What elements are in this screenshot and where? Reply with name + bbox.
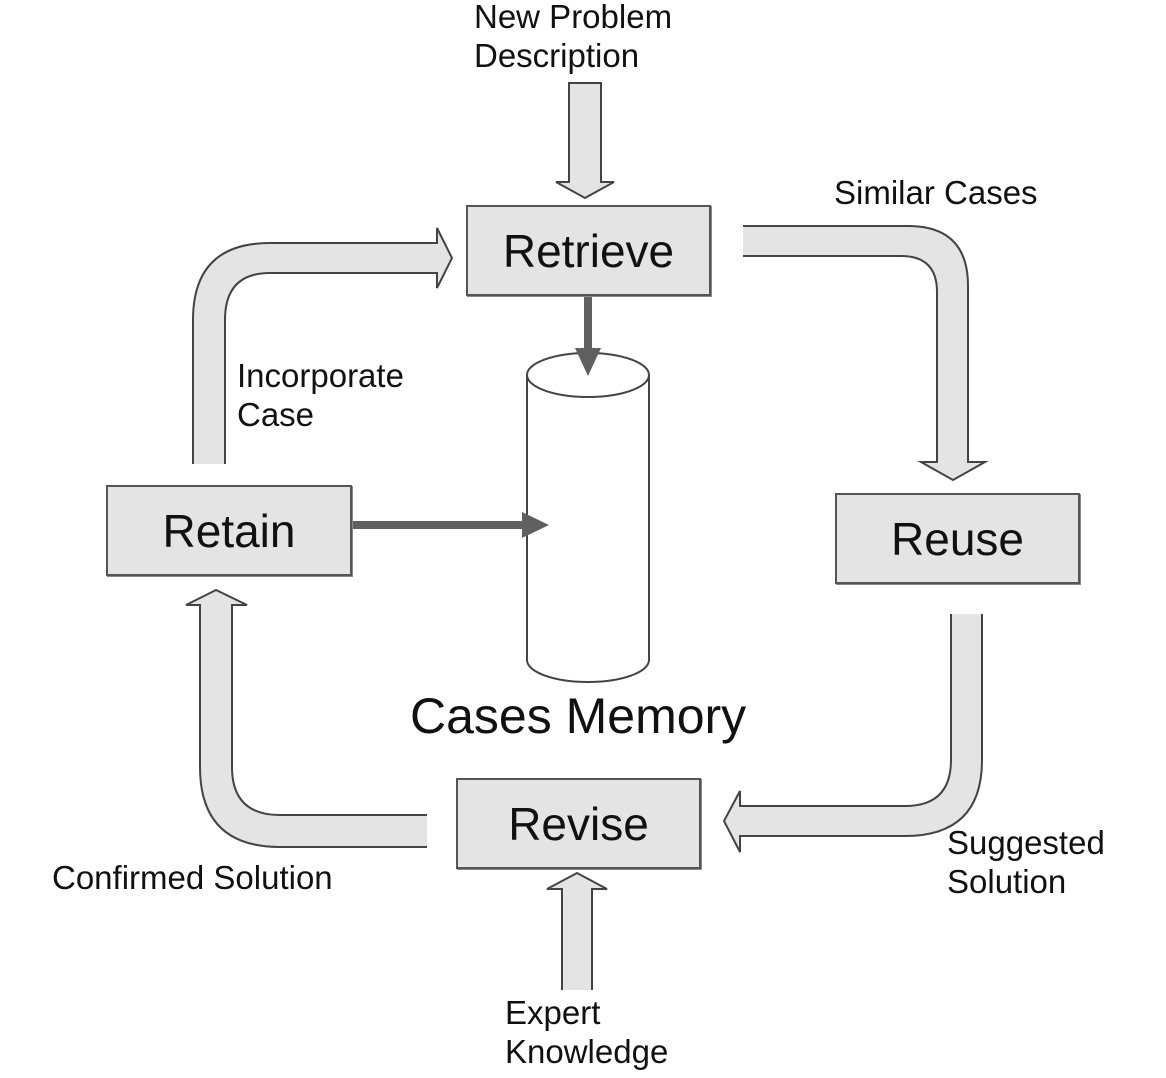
retrieve-step-box: Retrieve bbox=[466, 205, 711, 296]
reuse-label: Reuse bbox=[891, 512, 1024, 565]
revise-label: Revise bbox=[508, 797, 649, 850]
similar-cases-arrow bbox=[743, 225, 989, 482]
suggested-solution-arrow bbox=[722, 614, 983, 853]
cases-memory-cylinder bbox=[526, 352, 650, 683]
reuse-step-box: Reuse bbox=[835, 493, 1080, 584]
expert-knowledge-arrow bbox=[546, 871, 608, 990]
retrieve-label: Retrieve bbox=[502, 224, 675, 277]
similar-cases-label: Similar Cases bbox=[834, 174, 1038, 211]
retain-label: Retain bbox=[162, 504, 296, 557]
new-problem-label: New Problem Description bbox=[474, 0, 673, 74]
retain-step-box: Retain bbox=[106, 485, 352, 576]
new-problem-arrow bbox=[555, 82, 615, 200]
cases-memory-label: Cases Memory bbox=[410, 688, 747, 744]
expert-knowledge-label: Expert Knowledge bbox=[505, 994, 669, 1070]
incorporate-case-arrow bbox=[192, 227, 454, 464]
retain-to-memory-arrow bbox=[352, 512, 549, 538]
confirmed-solution-label: Confirmed Solution bbox=[52, 859, 333, 896]
revise-step-box: Revise bbox=[456, 778, 701, 869]
retrieve-to-memory-arrow bbox=[575, 296, 601, 376]
confirmed-solution-arrow bbox=[185, 588, 427, 848]
incorporate-case-label: Incorporate Case bbox=[237, 357, 404, 433]
suggested-solution-label: Suggested Solution bbox=[947, 824, 1105, 900]
